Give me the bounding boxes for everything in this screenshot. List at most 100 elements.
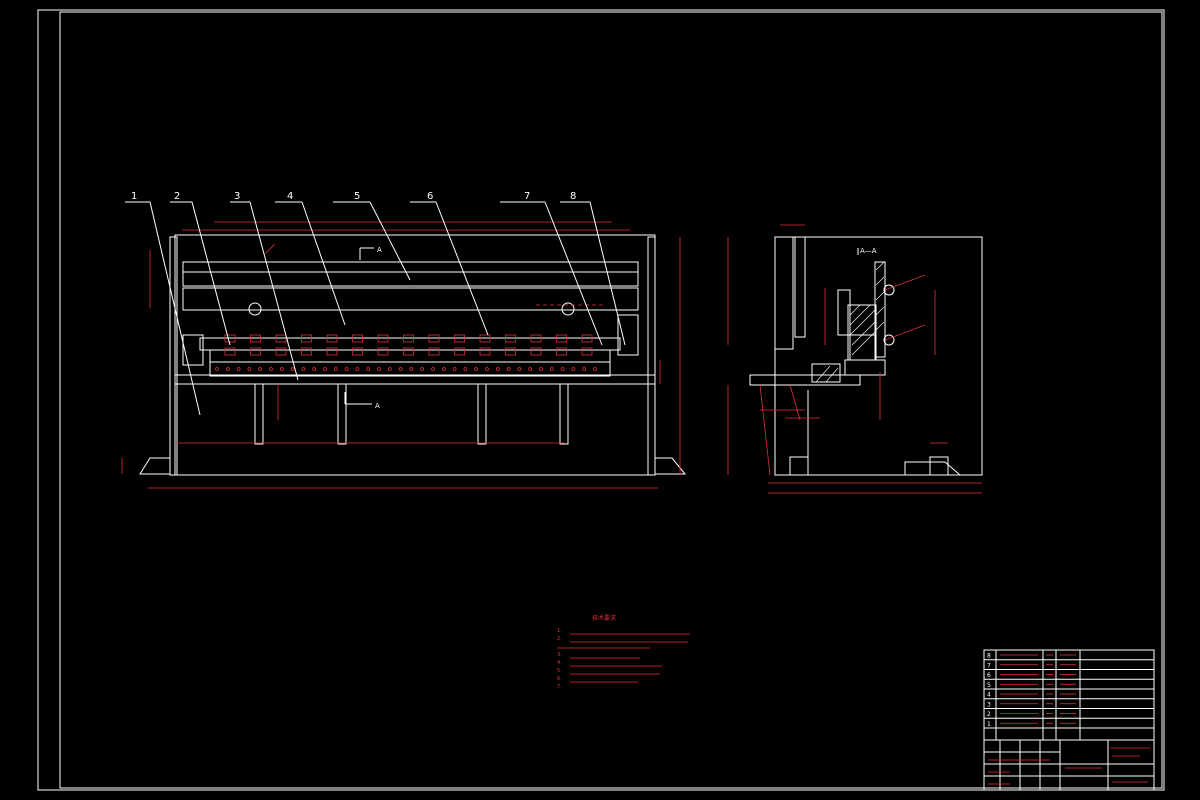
bolt-hole bbox=[236, 367, 241, 371]
bolt-hole bbox=[452, 367, 457, 371]
section-title: A—A bbox=[860, 247, 877, 255]
hold-down-block bbox=[530, 334, 542, 343]
hold-down-block bbox=[581, 334, 593, 343]
part-label: 3 bbox=[234, 191, 240, 202]
bolt-hole bbox=[495, 367, 500, 371]
hold-down-block bbox=[301, 334, 312, 343]
bolt-hole bbox=[582, 367, 587, 371]
bom-item-number: 8 bbox=[987, 653, 991, 660]
hold-down-block bbox=[530, 347, 542, 356]
hold-down-block bbox=[326, 347, 338, 356]
hold-down-block bbox=[403, 334, 414, 343]
notes-title: 技术要求 bbox=[592, 614, 616, 622]
part-label: 8 bbox=[570, 191, 576, 202]
side-view: A—A bbox=[727, 224, 983, 494]
hold-down-block bbox=[428, 347, 440, 356]
hold-down-block bbox=[377, 347, 389, 356]
hold-down-block bbox=[275, 347, 287, 356]
section-mark-top: A bbox=[377, 246, 382, 254]
hold-down-block bbox=[454, 334, 465, 343]
bom-item-number: 5 bbox=[987, 682, 991, 689]
bom-item-number: 6 bbox=[987, 672, 991, 679]
part-label: 1 bbox=[131, 191, 137, 202]
bolt-hole bbox=[387, 367, 392, 371]
hold-down-block bbox=[250, 347, 261, 356]
bolt-hole bbox=[463, 367, 468, 371]
bolt-hole bbox=[355, 367, 360, 371]
bolt-hole bbox=[344, 367, 349, 371]
hold-down-block bbox=[326, 334, 338, 343]
part-label: 2 bbox=[174, 191, 180, 202]
note-line: 3. bbox=[557, 652, 562, 658]
note-line: 7. bbox=[557, 684, 562, 690]
bom-table: 8 7 6 5 4 3 2 1 bbox=[983, 649, 1155, 741]
bolt-hole bbox=[528, 367, 533, 371]
outer-border bbox=[37, 9, 1165, 791]
bom-item-number: 4 bbox=[987, 692, 991, 699]
part-label: 7 bbox=[524, 191, 530, 202]
bolt-hole bbox=[485, 367, 489, 371]
bolt-hole bbox=[593, 367, 597, 371]
note-line: 5. bbox=[557, 668, 562, 674]
bolt-hole bbox=[290, 367, 295, 371]
bolt-hole bbox=[215, 367, 219, 371]
bolt-hole bbox=[474, 367, 479, 371]
bolt-hole bbox=[333, 367, 338, 371]
bolt-hole bbox=[301, 367, 306, 371]
hold-down-block bbox=[505, 334, 516, 343]
part-callouts: 1 2 3 4 5 6 7 8 bbox=[125, 191, 626, 416]
bom-item-number: 2 bbox=[987, 711, 991, 718]
bom-item-number: 3 bbox=[987, 701, 991, 708]
title-block bbox=[983, 739, 1155, 791]
bolt-hole bbox=[269, 367, 273, 371]
section-mark-bottom: A bbox=[375, 402, 380, 410]
bolt-hole bbox=[517, 367, 522, 371]
hold-down-block bbox=[556, 347, 567, 356]
bolt-hole bbox=[279, 367, 284, 371]
hold-down-block bbox=[505, 347, 516, 356]
part-label: 5 bbox=[354, 191, 360, 202]
bolt-hole bbox=[431, 367, 435, 371]
bolt-hole bbox=[247, 367, 252, 371]
hold-down-block bbox=[403, 347, 414, 356]
inner-border bbox=[59, 11, 1163, 789]
bolt-hole bbox=[409, 367, 414, 371]
front-view: A A bbox=[121, 221, 687, 489]
bolt-hole bbox=[420, 367, 425, 371]
hold-down-block bbox=[301, 347, 312, 356]
hold-down-block bbox=[581, 347, 593, 356]
bolt-hole bbox=[560, 367, 565, 371]
bolt-hole bbox=[377, 367, 381, 371]
hold-down-block bbox=[556, 334, 567, 343]
bom-item-number: 1 bbox=[987, 721, 991, 728]
part-label: 4 bbox=[287, 191, 293, 202]
bolt-hole bbox=[506, 367, 511, 371]
bolt-hole bbox=[366, 367, 371, 371]
hold-down-block bbox=[224, 334, 236, 343]
bolt-hole bbox=[441, 367, 446, 371]
hold-down-block bbox=[454, 347, 465, 356]
hold-down-block bbox=[479, 347, 491, 356]
hold-down-block bbox=[250, 334, 261, 343]
bolt-hole bbox=[571, 367, 576, 371]
hold-down-block bbox=[275, 334, 287, 343]
hold-down-block bbox=[377, 334, 389, 343]
part-label: 6 bbox=[427, 191, 433, 202]
bolt-hole bbox=[549, 367, 554, 371]
technical-notes: 技术要求 1. 2. 3. 4. 5. 6. 7. bbox=[557, 614, 690, 690]
note-line: 2. bbox=[557, 636, 562, 642]
hold-down-block bbox=[428, 334, 440, 343]
bom-item-number: 7 bbox=[987, 662, 991, 669]
bolt-hole bbox=[225, 367, 230, 371]
hold-down-block bbox=[224, 347, 236, 356]
bolt-hole bbox=[258, 367, 263, 371]
hold-down-block bbox=[352, 347, 363, 356]
bolt-hole bbox=[323, 367, 327, 371]
hold-down-block bbox=[352, 334, 363, 343]
bolt-hole bbox=[312, 367, 317, 371]
bolt-hole bbox=[398, 367, 403, 371]
hold-down-block bbox=[479, 334, 491, 343]
bolt-hole bbox=[539, 367, 543, 371]
note-line: 6. bbox=[557, 676, 562, 682]
